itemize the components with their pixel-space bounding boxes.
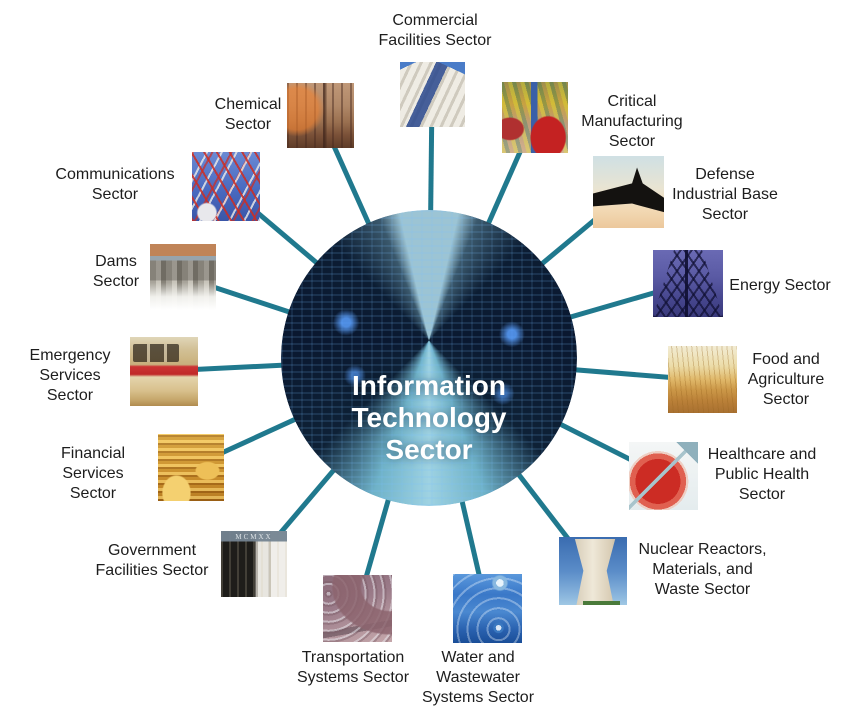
water-droplet-photo <box>453 574 522 643</box>
radio-tower-photo <box>192 152 260 221</box>
building-inscription: MCMXX <box>235 533 273 541</box>
information-technology-sector-hub: Information Technology Sector <box>281 210 577 506</box>
sector-label-commercial-facilities: Commercial Facilities Sector <box>378 12 492 49</box>
auto-assembly-line-photo <box>502 82 568 153</box>
transmission-tower-photo <box>653 250 723 317</box>
sector-label-dams: Dams Sector <box>92 253 140 290</box>
sector-label-communications: Communications Sector <box>55 166 175 203</box>
cooling-tower-photo <box>559 537 627 606</box>
sector-label-water-and-wastewater: Water and Wastewater Systems Sector <box>421 649 535 706</box>
sector-label-healthcare-and-public-health: Healthcare and Public Health Sector <box>707 446 817 503</box>
government-building-photo: MCMXX <box>221 531 287 597</box>
sector-label-food-and-agriculture: Food and Agriculture Sector <box>747 351 825 408</box>
sector-label-financial-services: Financial Services Sector <box>60 445 126 502</box>
sector-label-nuclear: Nuclear Reactors, Materials, and Waste S… <box>638 541 767 598</box>
petri-dish-photo <box>629 442 698 510</box>
gold-coins-photo <box>158 434 224 501</box>
sector-label-emergency-services: Emergency Services Sector <box>29 347 111 404</box>
chemical-plant-photo <box>287 83 354 148</box>
highway-traffic-photo <box>323 575 392 642</box>
sector-label-transportation-systems: Transportation Systems Sector <box>296 649 410 686</box>
ambulance-photo <box>130 337 198 406</box>
dam-spillway-photo <box>150 244 216 310</box>
server-room-photo <box>281 210 577 506</box>
sector-label-critical-manufacturing: Critical Manufacturing Sector <box>581 93 683 150</box>
stealth-aircraft-photo <box>593 156 664 228</box>
sector-label-government-facilities: Government Facilities Sector <box>95 542 209 579</box>
sector-label-chemical: Chemical Sector <box>214 96 282 133</box>
sector-label-defense-industrial-base: Defense Industrial Base Sector <box>672 166 778 223</box>
sector-label-energy: Energy Sector <box>729 277 831 294</box>
high-rise-building-photo <box>400 62 465 127</box>
hub-title: Information Technology Sector <box>351 370 507 465</box>
wheat-field-photo <box>668 346 737 413</box>
